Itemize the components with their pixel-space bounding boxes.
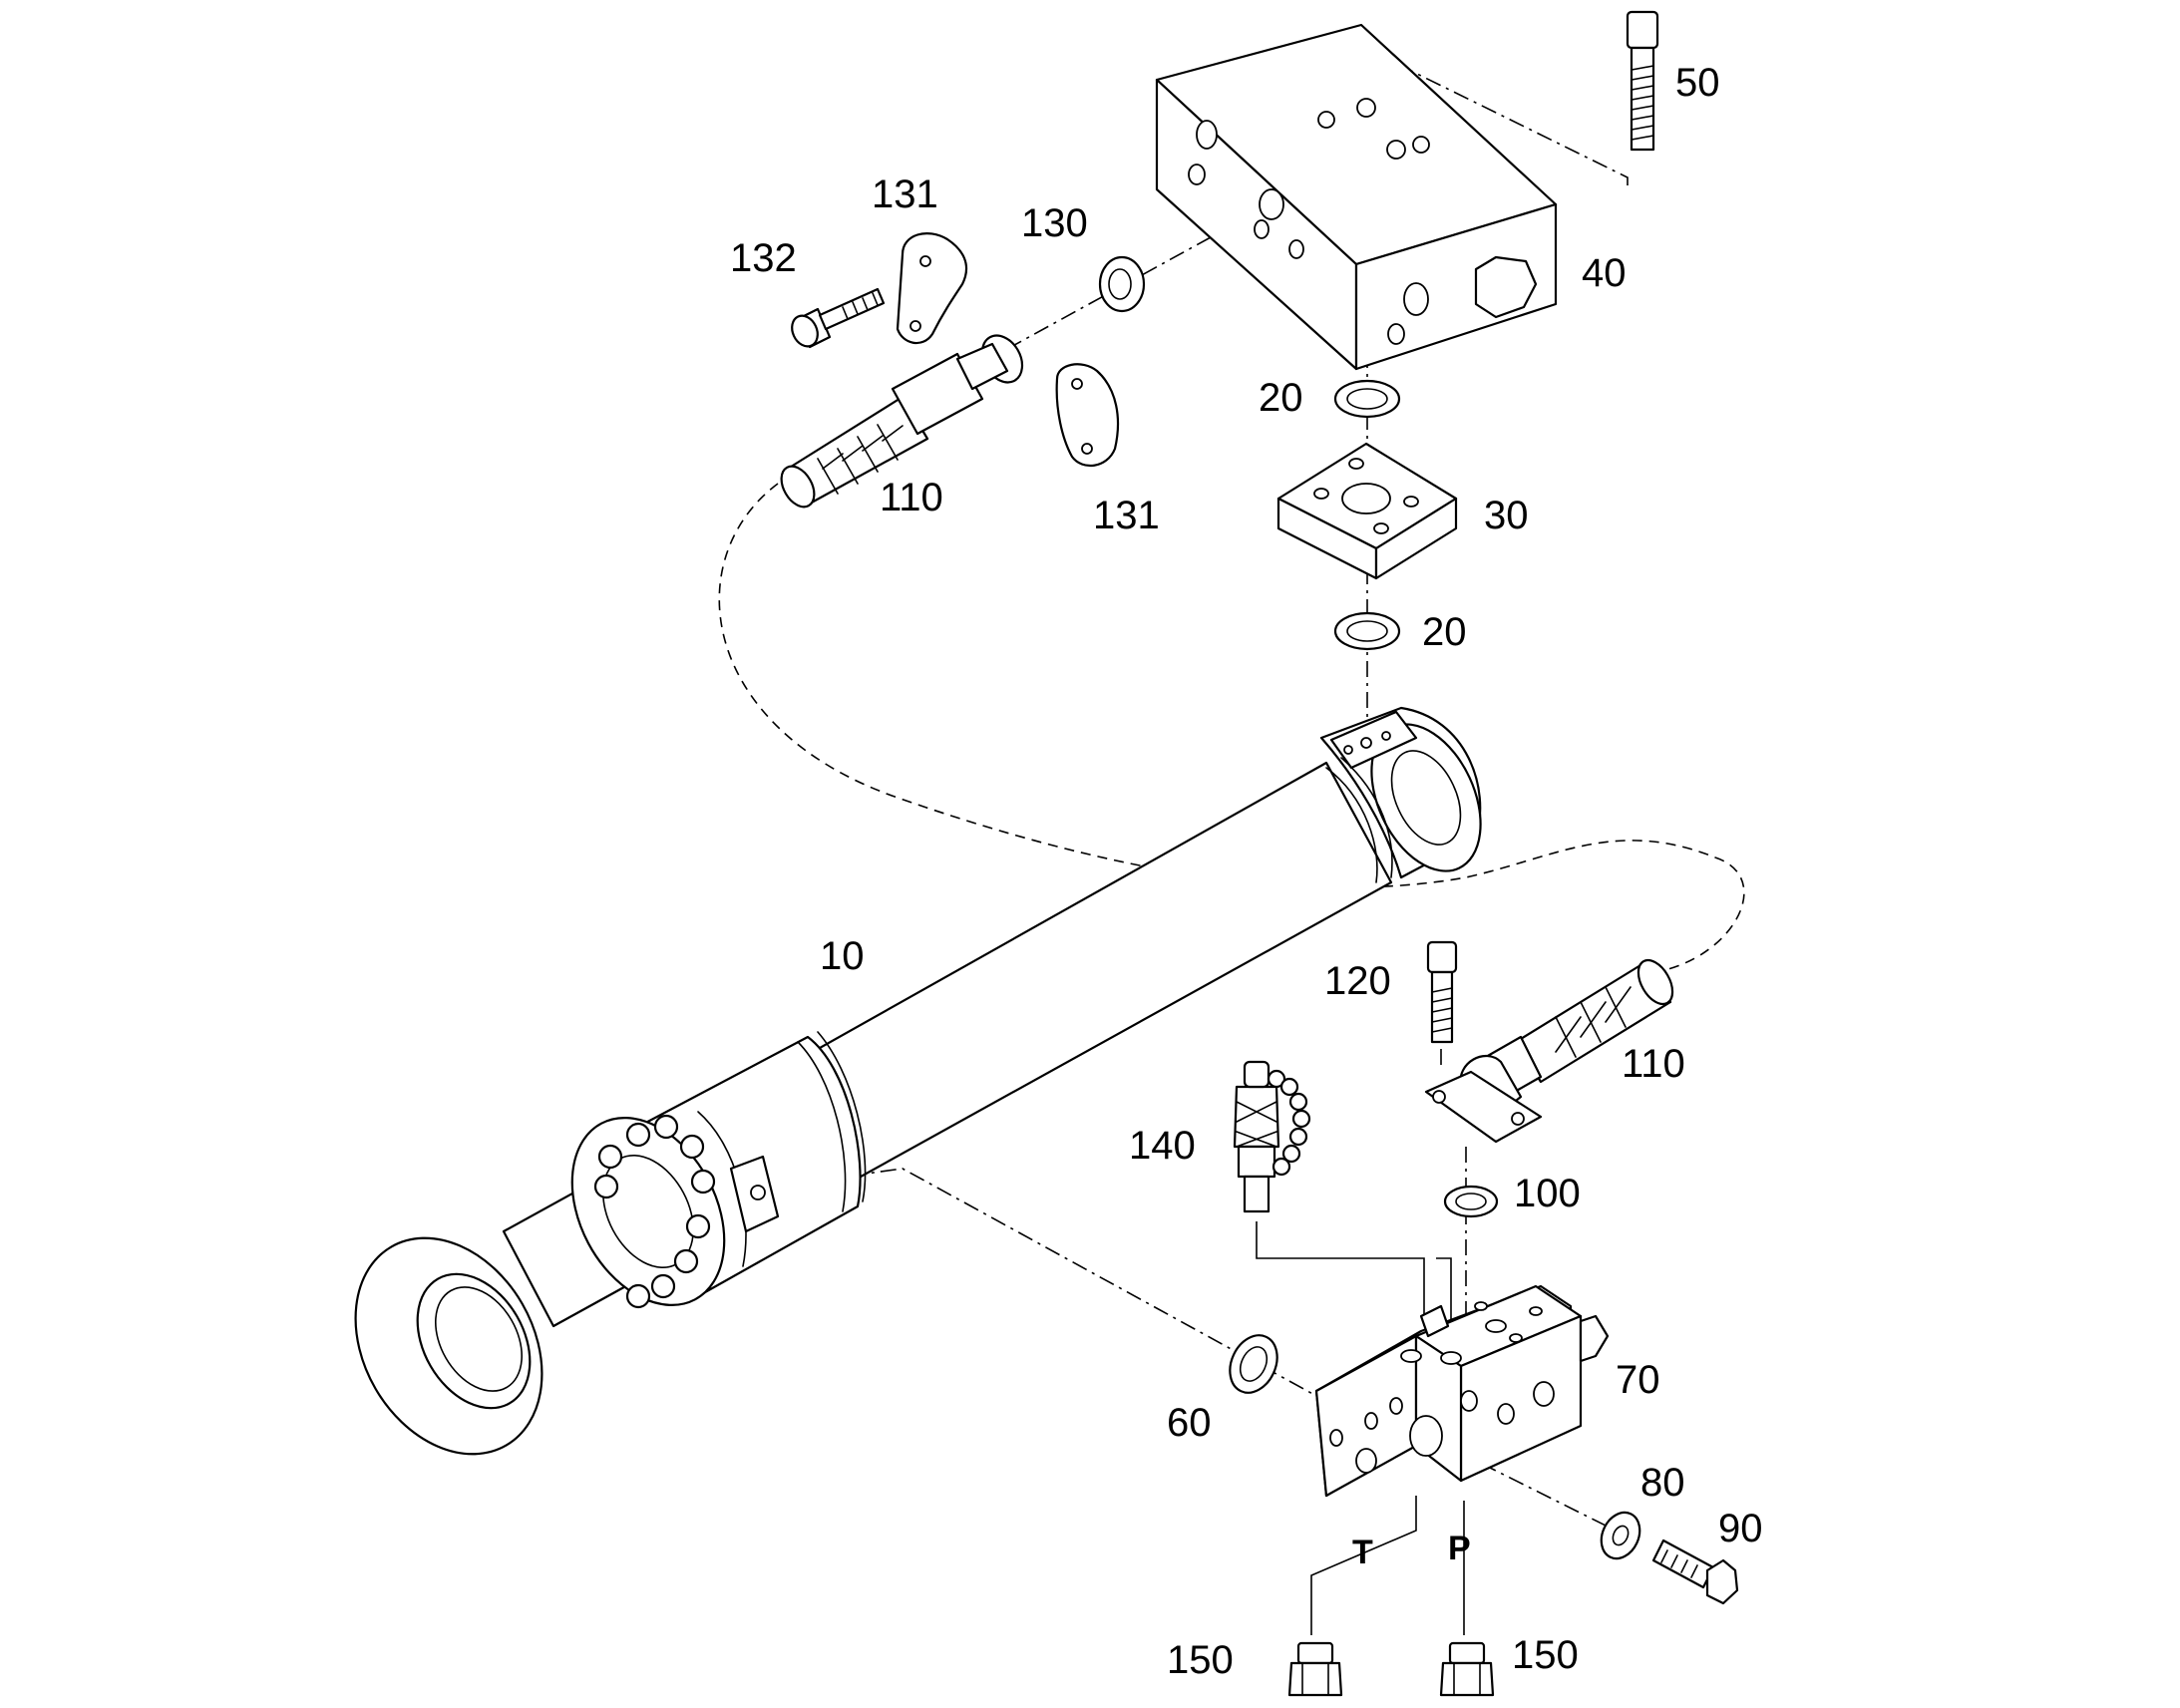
- washer-80: [1600, 1511, 1641, 1560]
- callout-110-top: 110: [880, 476, 943, 519]
- callout-110-bottom: 110: [1622, 1042, 1685, 1086]
- callout-131-top: 131: [872, 172, 938, 216]
- callout-60: 60: [1167, 1401, 1212, 1445]
- callout-20-top: 20: [1259, 376, 1303, 420]
- callout-70: 70: [1616, 1358, 1660, 1402]
- callout-131-bottom: 131: [1093, 494, 1160, 537]
- callout-30: 30: [1484, 494, 1529, 537]
- callout-90: 90: [1718, 1507, 1763, 1550]
- split-flange-131-bottom: [1055, 363, 1120, 467]
- hose-assembly-110-bottom: [1424, 958, 1674, 1144]
- valve-block-40: [1155, 23, 1558, 371]
- flange-bolts: [593, 1114, 716, 1309]
- callout-150-right: 150: [1512, 1633, 1579, 1677]
- split-flange-131-top: [896, 232, 968, 345]
- callout-40: 40: [1582, 251, 1627, 295]
- callout-120: 120: [1324, 959, 1391, 1003]
- callout-100: 100: [1514, 1172, 1581, 1215]
- test-coupling-140: [1233, 1060, 1311, 1213]
- callout-150-left: 150: [1167, 1638, 1234, 1682]
- hose-assembly-110-top: [780, 334, 1024, 509]
- port-fitting-150-left: [1287, 1641, 1343, 1697]
- hex-bolt-90: [1651, 1538, 1739, 1605]
- callout-140: 140: [1129, 1124, 1196, 1168]
- callout-20-bottom: 20: [1422, 610, 1467, 654]
- cap-screw-132: [791, 287, 886, 349]
- callout-132: 132: [730, 236, 797, 280]
- port-fitting-150-right: [1439, 1641, 1495, 1697]
- hydraulic-cylinder: [354, 706, 1482, 1456]
- port-label-pressure: P: [1448, 1530, 1471, 1567]
- o-ring-100: [1443, 1185, 1499, 1218]
- callout-10: 10: [820, 934, 865, 978]
- adapter-plate-30: [1276, 442, 1458, 580]
- retaining-chain: [1267, 1069, 1311, 1177]
- o-ring-60: [1229, 1334, 1278, 1394]
- callout-50: 50: [1675, 61, 1720, 105]
- o-ring-20-bottom: [1333, 611, 1401, 651]
- callout-labels: 10 20 20 30 40 50 60 70 80 90 100 110 11…: [730, 61, 1763, 1682]
- cap-screw-120: [1426, 940, 1458, 1044]
- port-label-tank: T: [1352, 1534, 1373, 1571]
- o-ring-20-top: [1333, 379, 1401, 419]
- callout-80: 80: [1640, 1461, 1685, 1505]
- bolt-50: [1626, 10, 1659, 152]
- callout-130: 130: [1021, 201, 1088, 245]
- manifold-block-70: [1314, 1284, 1610, 1498]
- seal-ring-130: [1098, 255, 1146, 313]
